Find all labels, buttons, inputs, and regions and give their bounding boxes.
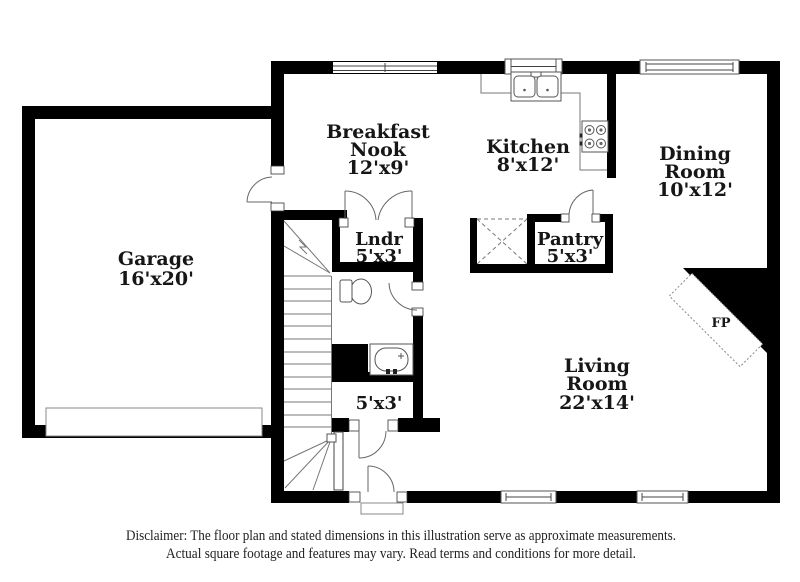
interior-walls — [271, 61, 616, 432]
breakfast-nook-dims: 12'x9' — [347, 157, 410, 179]
garage-door — [45, 407, 263, 437]
disclaimer-line-2: Actual square footage and features may v… — [166, 546, 636, 562]
room-labels: Garage 16'x20' Breakfast Nook 12'x9' Kit… — [118, 121, 733, 414]
breakfast-nook-window — [333, 62, 437, 73]
dining-room-label-1: Dining — [659, 143, 731, 165]
hall-bath-dims: 5'x3' — [356, 393, 403, 414]
stair-partition-wall — [333, 431, 344, 491]
living-room-label-1: Living — [564, 355, 630, 377]
pantry-door — [568, 189, 594, 216]
living-room-window-right — [636, 490, 689, 504]
garage-label: Garage — [118, 248, 194, 270]
fireplace-label: FP — [711, 316, 730, 331]
garage-dims: 16'x20' — [118, 268, 194, 290]
dining-room-window — [639, 59, 740, 75]
disclaimer-line-1: Disclaimer: The floor plan and stated di… — [126, 528, 676, 544]
pantry-label: Pantry — [537, 229, 604, 250]
staircase — [283, 220, 337, 491]
kitchen-dims: 8'x12' — [497, 154, 560, 176]
laundry-double-doors — [344, 190, 413, 221]
bathroom-door — [388, 282, 418, 311]
kitchen-sink — [510, 71, 562, 102]
dining-room-label-2: Room — [664, 161, 725, 183]
dining-room-dims: 10'x12' — [657, 179, 733, 201]
laundry-dims: 5'x3' — [356, 246, 403, 267]
breakfast-nook-label-1: Breakfast — [326, 121, 430, 143]
stove — [579, 120, 609, 153]
door-jambs — [270, 165, 601, 503]
laundry-label: Lndr — [355, 229, 403, 250]
kitchen-label: Kitchen — [486, 136, 570, 158]
breakfast-nook-label-2: Nook — [350, 139, 407, 161]
hall-bath-door — [358, 430, 387, 459]
living-room-window-left — [500, 490, 557, 504]
front-door — [367, 465, 395, 493]
garage-entry-door — [246, 176, 273, 203]
fireplace: FP — [668, 268, 767, 368]
disclaimer: Disclaimer: The floor plan and stated di… — [126, 528, 676, 562]
kitchen-counter — [480, 74, 607, 171]
closet-x-box — [476, 218, 528, 265]
entry-stoop — [360, 502, 404, 515]
pantry-dims: 5'x3' — [547, 246, 594, 267]
bathtub — [369, 343, 414, 376]
living-room-dims: 22'x14' — [559, 392, 635, 414]
toilet — [339, 278, 372, 305]
living-room-label-2: Room — [566, 373, 627, 395]
